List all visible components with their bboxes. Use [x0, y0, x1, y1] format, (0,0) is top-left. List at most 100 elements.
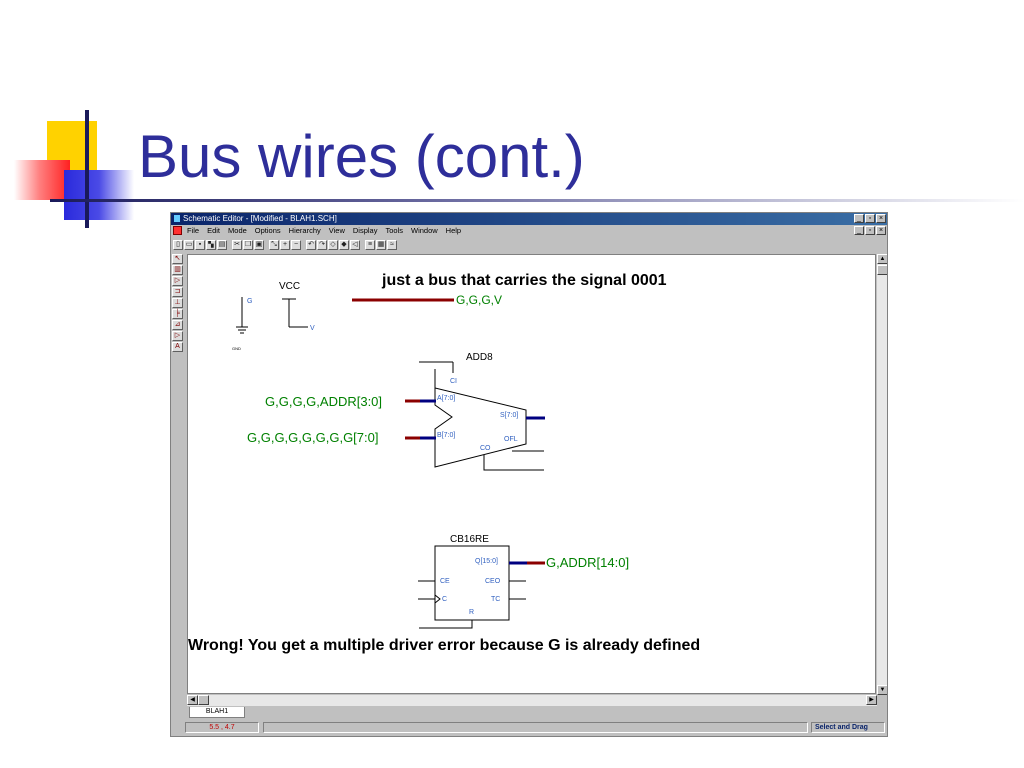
- app-icon: [174, 215, 180, 222]
- vcc-symbol[interactable]: [282, 298, 308, 328]
- zoom-in-icon[interactable]: +: [280, 240, 290, 250]
- hscroll-thumb[interactable]: [198, 695, 209, 705]
- net-label-a: G,G,G,G,ADDR[3:0]: [265, 394, 382, 409]
- add8-co-pin: CO: [480, 445, 491, 452]
- net-label-b: G,G,G,G,G,G,G,G[7:0]: [247, 430, 378, 445]
- add8-ofl-pin: OFL: [504, 436, 518, 443]
- cb16re-c-pin: C: [442, 596, 447, 603]
- scroll-right-icon[interactable]: ▶: [866, 695, 877, 705]
- add8-s-pin: S[7:0]: [500, 412, 518, 419]
- add8-a-pin: A[7:0]: [437, 395, 455, 402]
- annotation-bottom: Wrong! You get a multiple driver error b…: [188, 637, 700, 654]
- add8-symbol[interactable]: [419, 361, 544, 471]
- wire-icon[interactable]: ⊐: [172, 287, 183, 297]
- print-icon[interactable]: ▤: [217, 240, 227, 250]
- paste-icon[interactable]: ▣: [254, 240, 264, 250]
- horizontal-scrollbar[interactable]: ◀ ▶: [187, 695, 877, 706]
- menu-view[interactable]: View: [328, 226, 345, 235]
- doc-close-button[interactable]: ×: [876, 226, 886, 235]
- pop-icon[interactable]: ◆: [339, 240, 349, 250]
- schematic-editor-window: Schematic Editor - [Modified - BLAH1.SCH…: [170, 212, 888, 737]
- menu-display[interactable]: Display: [352, 226, 378, 235]
- new-file-icon[interactable]: ▯: [173, 240, 183, 250]
- cut-icon[interactable]: ✂: [232, 240, 242, 250]
- minimize-button[interactable]: _: [854, 214, 864, 223]
- cb16re-ceo-pin: CEO: [485, 578, 501, 585]
- annotation-top: just a bus that carries the signal 0001: [381, 272, 667, 289]
- vcc-pin-label: V: [310, 325, 315, 332]
- menubar: File Edit Mode Options Hierarchy View Di…: [171, 225, 887, 237]
- menu-hierarchy[interactable]: Hierarchy: [288, 226, 321, 235]
- text-icon[interactable]: A: [172, 342, 183, 352]
- gnd-pin-label: G: [247, 298, 252, 305]
- menu-edit[interactable]: Edit: [207, 226, 221, 235]
- symbol-icon[interactable]: ▥: [172, 265, 183, 275]
- check-icon[interactable]: ▦: [376, 240, 386, 250]
- menu-tools[interactable]: Tools: [385, 226, 403, 235]
- gnd-label: GND: [232, 346, 241, 351]
- menu-help[interactable]: Help: [445, 226, 462, 235]
- window-title: Schematic Editor - [Modified - BLAH1.SCH…: [183, 214, 337, 223]
- decor-red-square: [14, 160, 70, 200]
- back-icon[interactable]: ◁: [350, 240, 360, 250]
- scroll-left-icon[interactable]: ◀: [187, 695, 198, 705]
- open-folder-icon[interactable]: ▭: [184, 240, 194, 250]
- mode-indicator: Select and Drag: [811, 722, 885, 733]
- cb16re-tc-pin: TC: [491, 596, 500, 603]
- undo-icon[interactable]: ↶: [306, 240, 316, 250]
- cursor-coordinates: 5.5 , 4.7: [185, 722, 259, 733]
- cb16re-r-pin: R: [469, 609, 474, 616]
- net-name-icon[interactable]: ⊥: [172, 298, 183, 308]
- simulate-icon[interactable]: ≈: [387, 240, 397, 250]
- scroll-up-icon[interactable]: ▲: [877, 254, 887, 264]
- zoom-area-icon[interactable]: ⤡: [269, 240, 279, 250]
- drawing-toolbox: ↖ ▥ ▷ ⊐ ⊥ ╞ ⊿ ▷ A: [172, 254, 185, 352]
- scroll-down-icon[interactable]: ▼: [877, 685, 887, 695]
- add8-name: ADD8: [466, 352, 493, 363]
- netlist-icon[interactable]: ≡: [365, 240, 375, 250]
- slide-title: Bus wires (cont.): [138, 123, 585, 190]
- menu-file[interactable]: File: [187, 226, 200, 235]
- cb16re-name: CB16RE: [450, 534, 489, 545]
- zoom-out-icon[interactable]: −: [291, 240, 301, 250]
- doc-minimize-button[interactable]: _: [854, 226, 864, 235]
- hierarchy-icon[interactable]: ▚: [206, 240, 216, 250]
- cb16re-q-pin: Q[15:0]: [475, 558, 498, 565]
- push-icon[interactable]: ◇: [328, 240, 338, 250]
- gnd-symbol[interactable]: [236, 297, 248, 334]
- decor-title-underline: [50, 199, 1024, 202]
- scroll-thumb[interactable]: [877, 265, 887, 275]
- document-icon[interactable]: [173, 226, 182, 235]
- cb16re-ce-pin: CE: [440, 578, 450, 585]
- copy-icon[interactable]: ❐: [243, 240, 253, 250]
- io-marker-icon[interactable]: ▷: [172, 331, 183, 341]
- select-arrow-icon[interactable]: ↖: [172, 254, 183, 264]
- bus-tap-icon[interactable]: ⊿: [172, 320, 183, 330]
- redo-icon[interactable]: ↷: [317, 240, 327, 250]
- toolbar: ▯ ▭ ▪ ▚ ▤ ✂ ❐ ▣ ⤡ + − ↶ ↷ ◇ ◆ ◁ ≡ ▦ ≈: [171, 238, 887, 252]
- doc-restore-button[interactable]: ▫: [865, 226, 875, 235]
- add8-b-pin: B[7:0]: [437, 432, 455, 439]
- sheet-tab-blah1[interactable]: BLAH1: [189, 707, 245, 718]
- menu-mode[interactable]: Mode: [228, 226, 247, 235]
- vcc-label: VCC: [279, 281, 300, 292]
- sheet-tabbar: BLAH1: [187, 707, 887, 719]
- menu-window[interactable]: Window: [410, 226, 438, 235]
- schematic-canvas[interactable]: just a bus that carries the signal 0001 …: [187, 254, 876, 694]
- window-titlebar[interactable]: Schematic Editor - [Modified - BLAH1.SCH…: [171, 213, 887, 225]
- cb16re-symbol[interactable]: [418, 545, 526, 629]
- close-button[interactable]: ×: [876, 214, 886, 223]
- schematic-drawing: just a bus that carries the signal 0001 …: [188, 272, 700, 654]
- status-message: [263, 722, 808, 733]
- net-label-q: G,ADDR[14:0]: [546, 555, 629, 570]
- bus-icon[interactable]: ╞: [172, 309, 183, 319]
- restore-button[interactable]: ▫: [865, 214, 875, 223]
- add8-ci-pin: CI: [450, 378, 457, 385]
- save-icon[interactable]: ▪: [195, 240, 205, 250]
- decor-blue-square: [64, 170, 134, 220]
- vertical-scrollbar[interactable]: ▲ ▼: [877, 254, 887, 695]
- decor-vertical-line: [85, 110, 89, 228]
- gate-icon[interactable]: ▷: [172, 276, 183, 286]
- statusbar: 5.5 , 4.7 Select and Drag: [171, 721, 887, 735]
- menu-options[interactable]: Options: [254, 226, 281, 235]
